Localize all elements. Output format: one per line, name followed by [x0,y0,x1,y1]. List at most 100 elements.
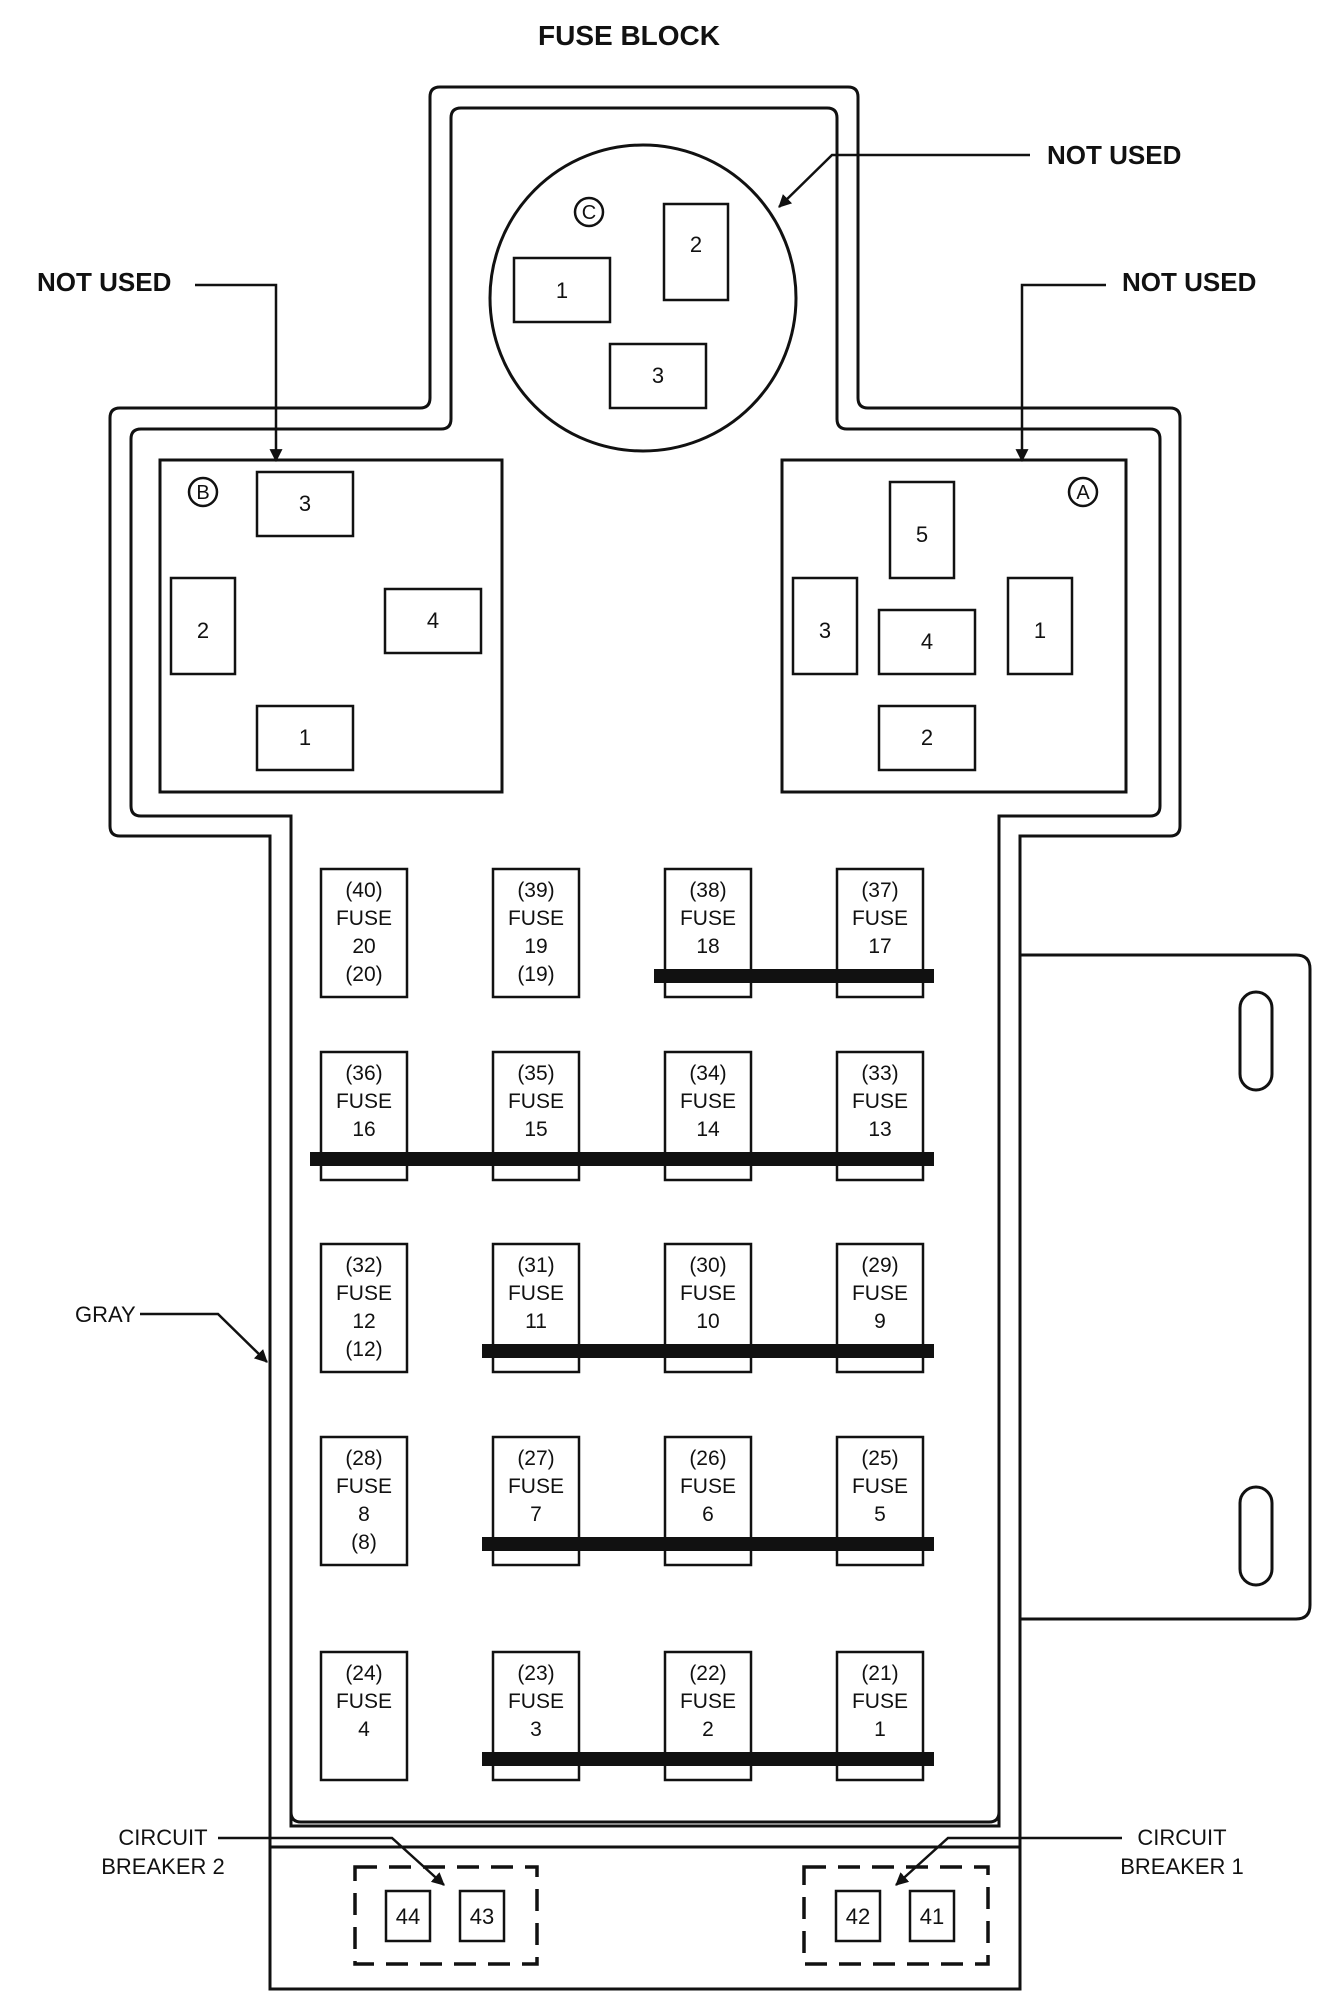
fuse-number: 4 [358,1718,370,1741]
fuse-cavity-box [319,1435,409,1567]
fuse-cavity-box [319,1242,409,1374]
circuit-breaker-2: 44 43 [353,1865,539,1966]
callout-not-used-right: NOT USED [1015,267,1256,463]
fuse-label: FUSE [508,1475,564,1498]
connector-a-cavity-4 [877,608,977,676]
fuse-number: 15 [524,1118,547,1141]
circuit-breaker-1-cavity-42 [834,1889,882,1943]
callout-circuit-breaker-2-leader [218,1836,445,1886]
fuse-cavity-box [319,867,409,999]
fuse-number: 18 [696,935,719,958]
fuse-cavity: (27) FUSE 7 [491,1435,581,1567]
connector-b-cavity-1-label: 1 [299,725,311,750]
fuse-cavity-box [319,1650,409,1782]
connector-a-cavity-4-label: 4 [921,629,933,654]
fuse-cavity-number: (26) [689,1447,726,1470]
fuse-cavity-box [835,1650,925,1782]
connector-c-cavity-2-label: 2 [690,232,702,257]
connector-a-cavity-3 [791,576,859,676]
connector-b-cavity-4 [383,587,483,655]
fuse-number: 2 [702,1718,714,1741]
connector-c-cavity-1 [512,256,612,324]
bus-bar-row-4 [482,1537,934,1551]
diagram-title: FUSE BLOCK [538,20,720,51]
fuse-label: FUSE [680,1090,736,1113]
callout-gray-label: GRAY [75,1302,136,1327]
fuse-cavity-number: (25) [861,1447,898,1470]
fuse-cavity-box [663,1050,753,1182]
callout-not-used-left-leader [195,283,283,463]
circuit-breaker-1-cavity-41 [908,1889,956,1943]
fuse-number: 6 [702,1503,714,1526]
fuse-label: FUSE [336,1475,392,1498]
fuse-rating: (8) [351,1531,377,1554]
fuse-cavity-number: (38) [689,879,726,902]
fuse-label: FUSE [336,1282,392,1305]
connector-a-body [780,458,1128,794]
circuit-breaker-2-cavity-44-label: 44 [396,1904,420,1929]
fuse-number: 7 [530,1503,542,1526]
fuse-cavity-box [319,1050,409,1182]
fuse-number: 17 [868,935,891,958]
fuse-cavity-box [835,1242,925,1374]
fuse-grid: (40)FUSE20(20)(39)FUSE19(19)(38)FUSE18(3… [319,867,925,1782]
callout-circuit-breaker-2-line2: BREAKER 2 [101,1854,225,1879]
fuse-label: FUSE [680,1690,736,1713]
connector-a: A 5 3 4 1 2 [780,458,1128,794]
fuse-number: 10 [696,1310,719,1333]
fuse-panel-frame [289,816,1001,1824]
connector-b-badge [187,476,219,508]
connector-c: C 1 2 3 [488,143,798,453]
fuse-label: FUSE [508,907,564,930]
circuit-breaker-2-outline [353,1865,539,1966]
fuse-cavity-box [663,867,753,999]
fuse-cavity-box [491,867,581,999]
circuit-breaker-2-cavity-43 [458,1889,506,1943]
fuse-cavity-box [663,1650,753,1782]
callout-not-used-left: NOT USED [37,267,283,463]
callout-not-used-left-label: NOT USED [37,267,171,297]
fuse-cavity-number: (30) [689,1254,726,1277]
fuse-label: FUSE [508,1282,564,1305]
fuse-rating: (12) [345,1338,382,1361]
callout-circuit-breaker-2: CIRCUIT BREAKER 2 [101,1825,445,1886]
connector-c-badge-letter: C [582,202,596,224]
fuse-cavity-number: (36) [345,1062,382,1085]
fuse-number: 14 [696,1118,720,1141]
fuse-cavity-number: (24) [345,1662,382,1685]
fuse-cavity-box [491,1242,581,1374]
fuse-cavity-number: (23) [517,1662,554,1685]
fuse-cavity-number: (33) [861,1062,898,1085]
connector-b-cavity-1 [255,704,355,772]
fuse-number: 20 [352,935,375,958]
callout-circuit-breaker-1-line1: CIRCUIT [1137,1825,1226,1850]
fuse-label: FUSE [852,907,908,930]
connector-b-cavity-3-label: 3 [299,491,311,516]
fuse-cavity-box [491,1435,581,1567]
fuse-cavity-number: (29) [861,1254,898,1277]
fuse-number: 5 [874,1503,886,1526]
callout-circuit-breaker-1-leader [895,1836,1122,1886]
connector-b-badge-letter: B [196,482,209,504]
fuse-number: 12 [352,1310,375,1333]
bus-bar-row-3 [482,1344,934,1358]
fuse-cavity-number: (27) [517,1447,554,1470]
connector-a-cavity-5 [888,480,956,580]
fuse-cavity-number: (28) [345,1447,382,1470]
fuse-cavity-box [835,1435,925,1567]
connector-a-cavity-1 [1006,576,1074,676]
connector-a-cavity-2 [877,704,977,772]
callout-not-used-top: NOT USED [778,140,1181,208]
connector-a-badge [1067,476,1099,508]
fuse-label: FUSE [852,1475,908,1498]
connector-a-badge-letter: A [1076,482,1090,504]
connector-c-cavity-2 [662,202,730,302]
fuse-rating: (19) [517,963,554,986]
